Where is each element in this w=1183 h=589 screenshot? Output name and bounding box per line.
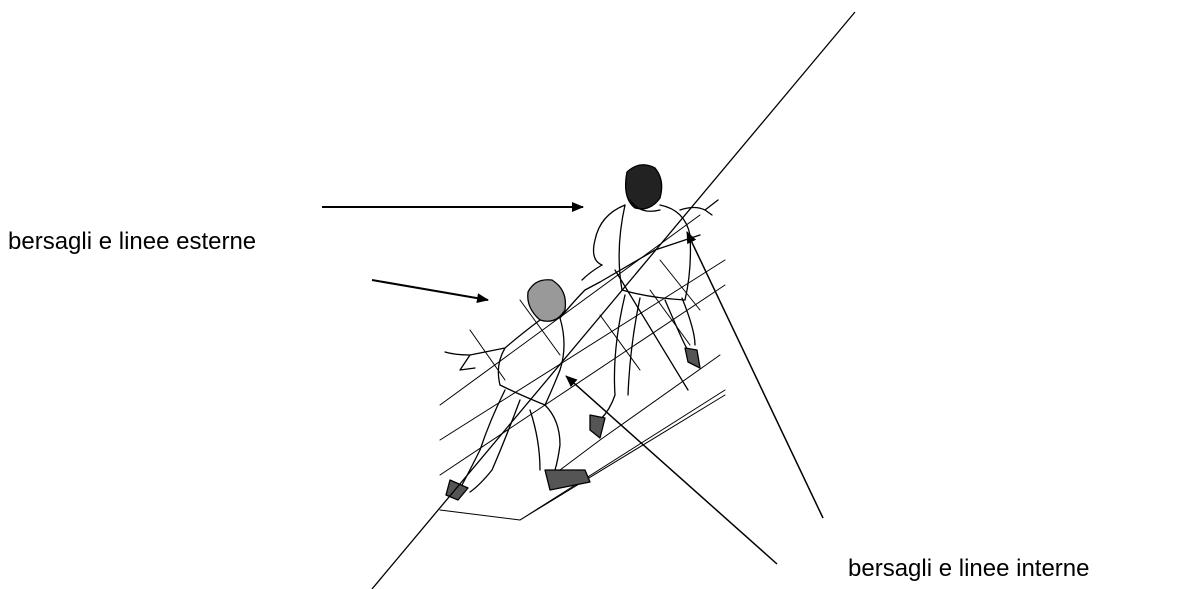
arrow-external-lower <box>372 280 488 300</box>
dividing-diagonal-line <box>372 12 855 589</box>
arrow-internal-left <box>566 376 777 564</box>
arrow-internal-right <box>687 232 823 518</box>
fencer-standing <box>582 165 718 438</box>
internal-targets-label: bersagli e linee interne <box>848 555 1090 583</box>
external-targets-label: bersagli e linee esterne <box>8 228 256 256</box>
